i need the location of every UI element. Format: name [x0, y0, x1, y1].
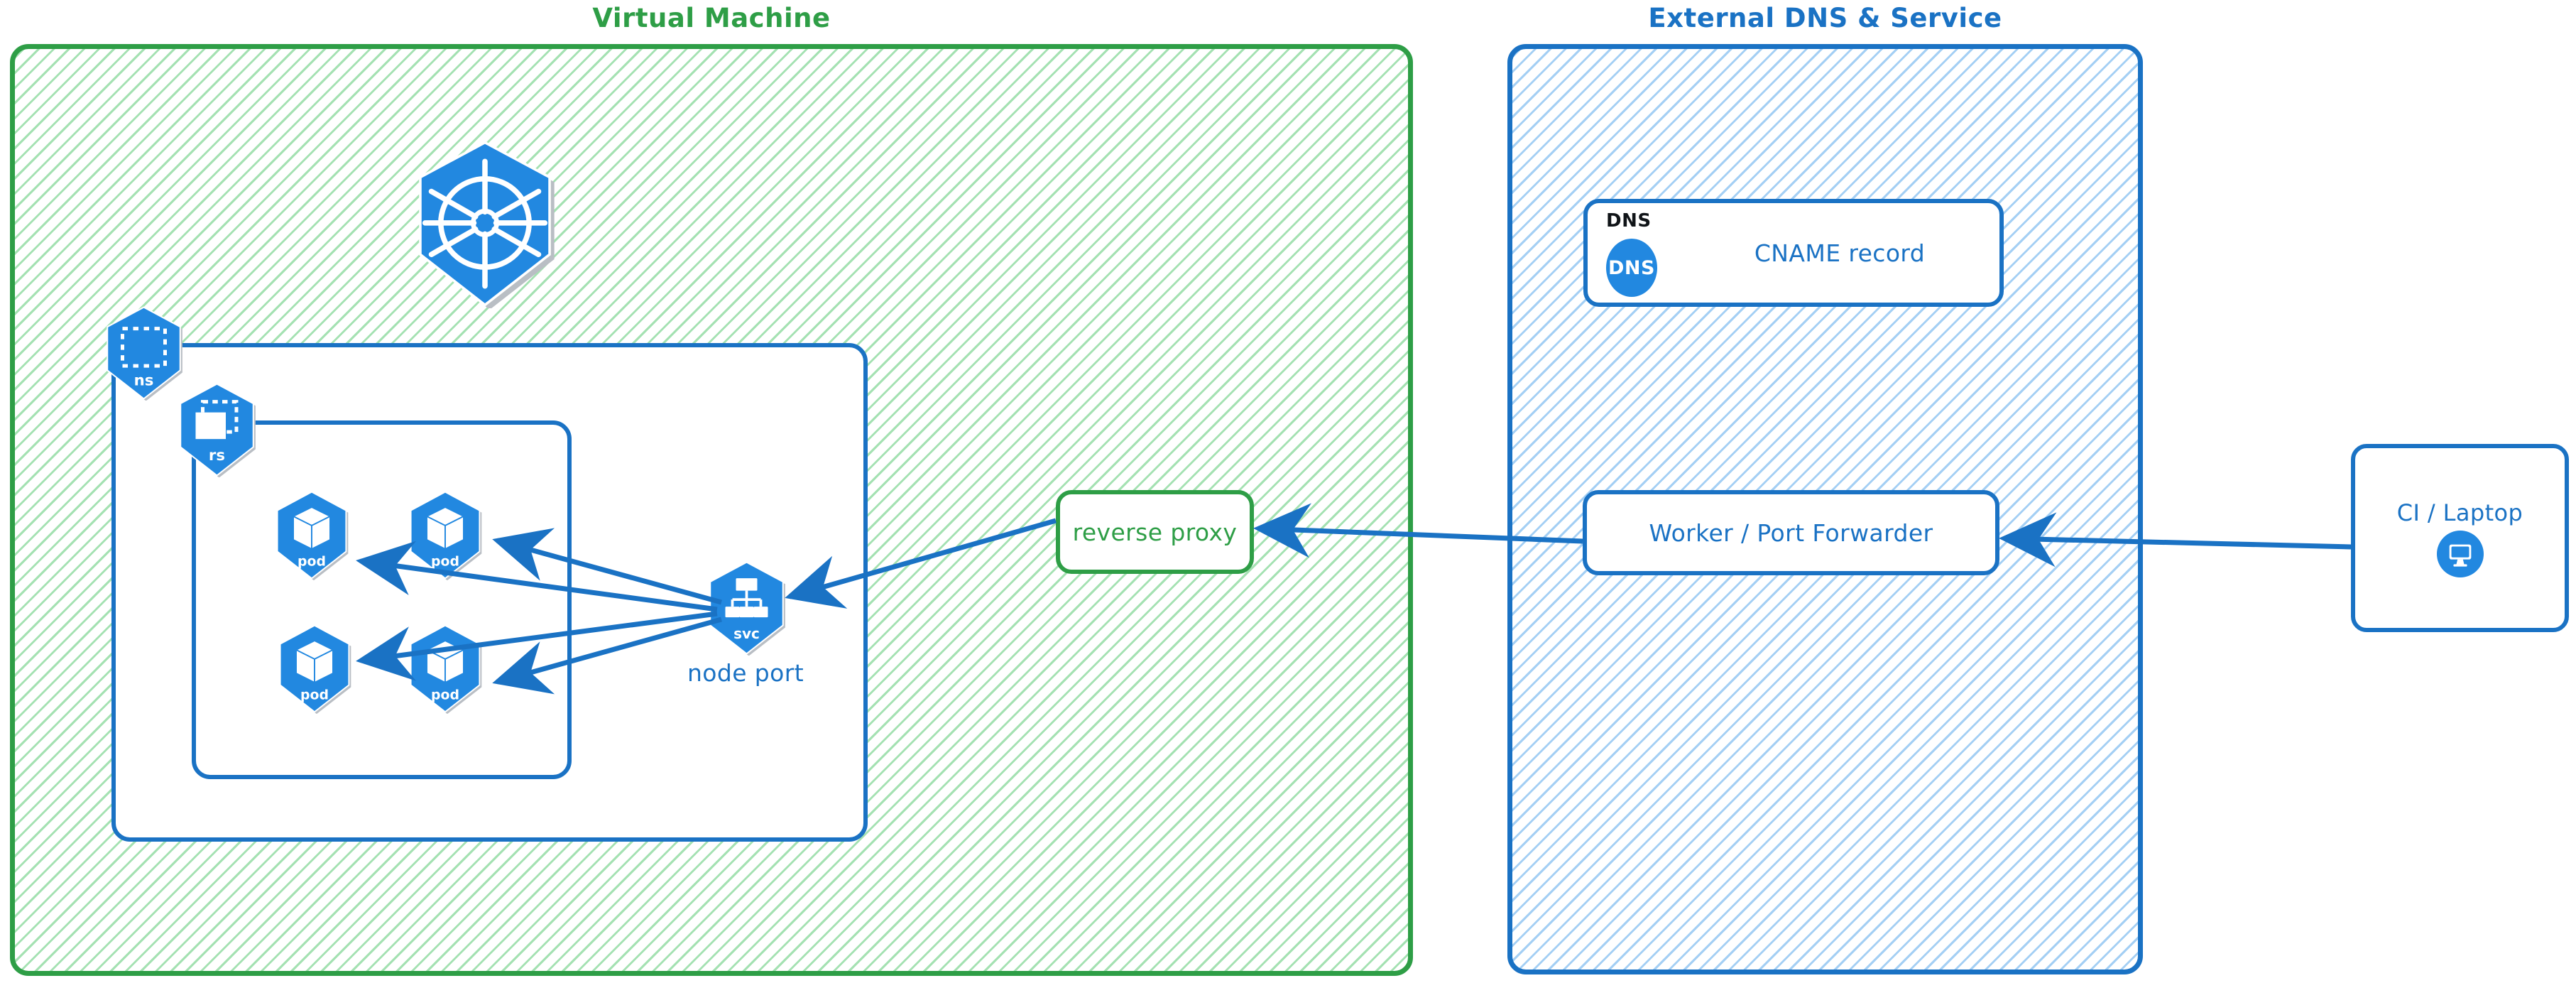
svg-text:pod: pod — [300, 688, 329, 703]
svg-text:pod: pod — [431, 554, 459, 570]
dns-badge-icon: DNS — [1606, 239, 1657, 297]
kubernetes-helm-wheel-icon — [419, 141, 555, 308]
reverse-proxy-label: reverse proxy — [1072, 518, 1238, 546]
svg-text:pod: pod — [298, 554, 326, 570]
dns-badge-label: DNS — [1608, 256, 1655, 279]
dns-record-card[interactable]: DNS DNS CNAME record — [1583, 199, 2004, 307]
dns-card-text: CNAME record — [1754, 239, 1926, 267]
svg-text:ns: ns — [134, 372, 154, 390]
k8s-pod-icon: pod — [410, 624, 482, 714]
svg-text:pod: pod — [431, 688, 459, 703]
node-port-caption: node port — [687, 659, 804, 687]
ci-laptop-node[interactable]: CI / Laptop — [2351, 444, 2569, 632]
k8s-namespace-icon: ns — [107, 306, 182, 401]
reverse-proxy-node[interactable]: reverse proxy — [1056, 490, 1254, 574]
svg-text:rs: rs — [209, 447, 225, 465]
worker-port-forwarder-label: Worker / Port Forwarder — [1649, 518, 1933, 547]
group-virtual-machine-title: Virtual Machine — [592, 3, 831, 33]
k8s-pod-icon: pod — [279, 624, 351, 714]
worker-port-forwarder-node[interactable]: Worker / Port Forwarder — [1583, 490, 1999, 575]
svg-text:svc: svc — [733, 625, 760, 642]
k8s-pod-icon: pod — [410, 491, 482, 580]
ci-laptop-label: CI / Laptop — [2396, 499, 2523, 526]
k8s-service-icon: svc — [709, 561, 785, 656]
dns-card-kind-label: DNS — [1606, 210, 1652, 232]
group-external-dns-service-title: External DNS & Service — [1648, 3, 2002, 33]
k8s-replicaset-icon: rs — [180, 383, 256, 477]
k8s-pod-icon: pod — [276, 491, 349, 580]
desktop-monitor-icon — [2436, 530, 2484, 577]
